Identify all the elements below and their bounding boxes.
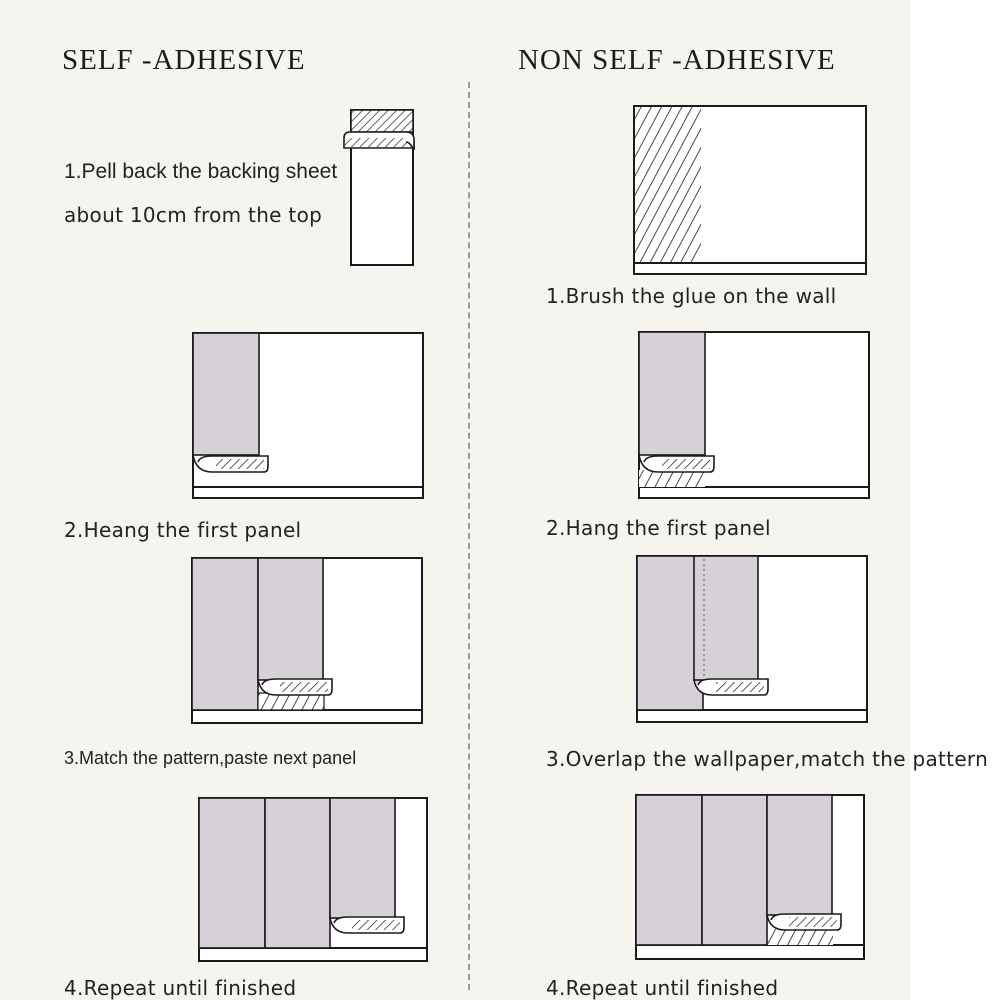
left-step-1-caption-line-1: 1.Pell back the backing sheet xyxy=(64,160,338,183)
right-step-2-illustration xyxy=(638,331,870,499)
left-step-3-caption: 3.Match the pattern,paste next panel xyxy=(64,748,357,768)
right-step-2-caption: 2.Hang the first panel xyxy=(546,516,771,540)
left-step-3-illustration xyxy=(191,557,423,724)
right-step-3-caption: 3.Overlap the wallpaper,match the patter… xyxy=(546,747,989,771)
right-step-1-caption: 1.Brush the glue on the wall xyxy=(546,284,837,308)
right-step-4-illustration xyxy=(635,794,865,960)
peel-backing-illustration xyxy=(343,109,415,266)
left-step-4-caption: 4.Repeat until finished xyxy=(64,976,297,1000)
right-step-3-illustration xyxy=(636,555,868,723)
non-self-adhesive-heading: NON SELF -ADHESIVE xyxy=(518,44,836,76)
right-step-4-caption: 4.Repeat until finished xyxy=(546,976,779,1000)
left-step-1-caption-line-2: about 10cm from the top xyxy=(64,203,323,227)
left-step-2-caption: 2.Heang the first panel xyxy=(64,518,302,542)
right-step-1-illustration xyxy=(633,105,867,275)
left-step-2-illustration xyxy=(192,332,424,499)
left-step-4-illustration xyxy=(198,797,428,962)
self-adhesive-heading: SELF -ADHESIVE xyxy=(62,44,306,76)
column-divider xyxy=(468,82,470,990)
